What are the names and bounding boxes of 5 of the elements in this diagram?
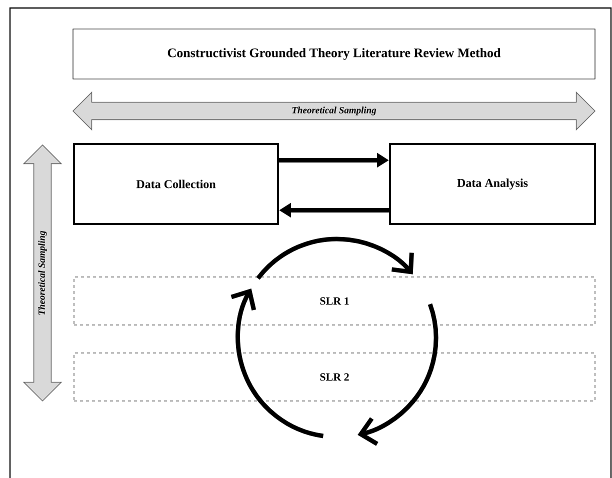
dashed-band: SLR 2 [74,352,596,402]
process-box: Data Analysis [389,143,596,225]
process-box: Data Collection [73,143,279,225]
dashed-band: SLR 1 [74,276,596,326]
title-box: Constructivist Grounded Theory Literature Review Method [72,28,596,80]
